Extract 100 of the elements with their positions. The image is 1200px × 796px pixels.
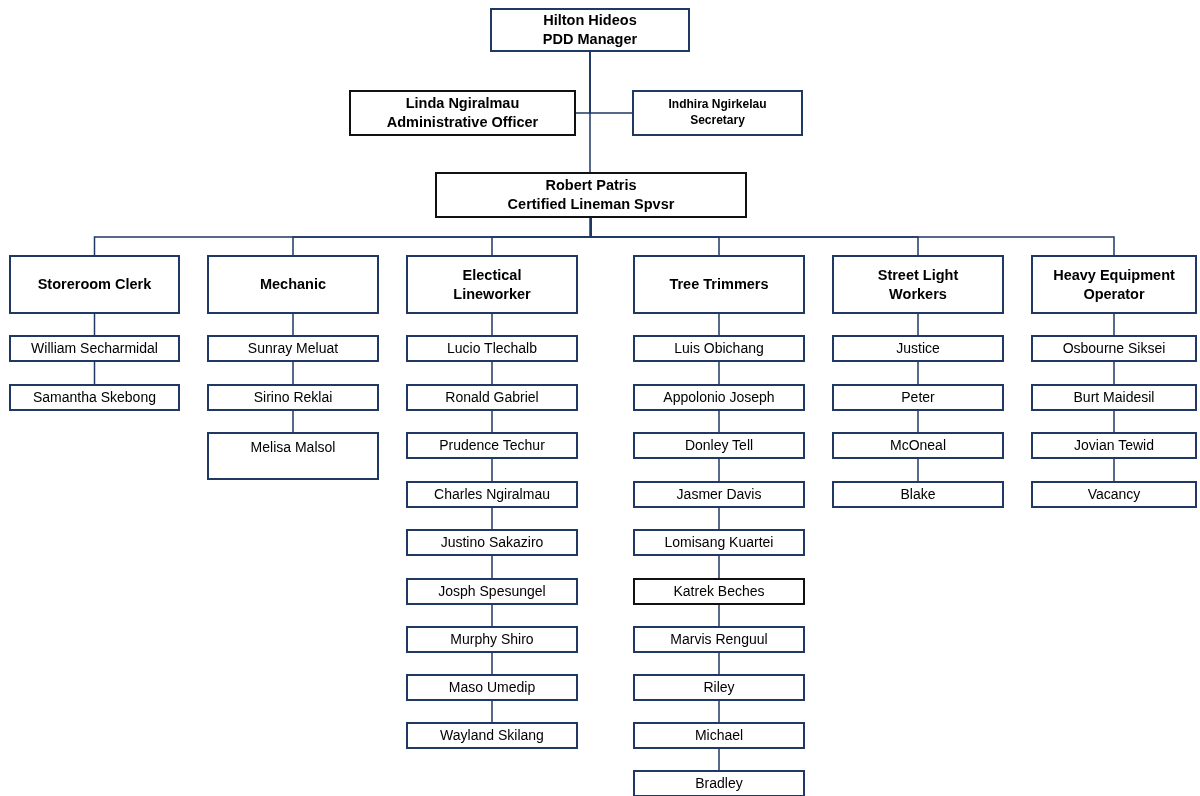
org-box — [207, 432, 379, 480]
org-box — [832, 335, 1004, 362]
name-text: Luis Obichang — [674, 339, 764, 358]
name-text: Osbourne Siksei — [1062, 339, 1166, 358]
connector-line — [292, 361, 294, 385]
name-text: Bradley — [695, 774, 743, 793]
org-box — [633, 626, 805, 653]
connector-line — [93, 361, 96, 385]
role-text: Administrative Officer — [386, 113, 539, 132]
role-text: Tree Trimmers — [669, 275, 769, 294]
name-text: Justino Sakaziro — [440, 533, 544, 552]
org-box — [1031, 432, 1197, 459]
org-box — [406, 384, 578, 411]
name-text: Ronald Gabriel — [445, 388, 539, 407]
name-text: Appolonio Joseph — [663, 388, 775, 407]
name-text: Katrek Beches — [673, 582, 765, 601]
role-box — [633, 255, 805, 314]
name-text: Vacancy — [1087, 485, 1141, 504]
org-box — [1031, 481, 1197, 508]
org-box — [633, 770, 805, 796]
connector-line — [718, 700, 720, 723]
connector-line — [491, 652, 493, 675]
name-text: Charles Ngiralmau — [434, 485, 550, 504]
connector-line — [718, 604, 720, 627]
org-box — [633, 335, 805, 362]
connector-line — [491, 458, 493, 482]
connector-line — [718, 507, 720, 530]
name-text: Lucio Tlechalb — [447, 339, 537, 358]
org-box — [832, 481, 1004, 508]
role-text: PDD Manager — [542, 30, 638, 49]
connector-line — [718, 458, 720, 482]
org-box — [207, 335, 379, 362]
org-box — [832, 432, 1004, 459]
connector-line — [491, 313, 493, 336]
connector-line — [1113, 313, 1115, 336]
org-box — [632, 90, 803, 136]
org-box — [406, 626, 578, 653]
connector-line — [718, 313, 720, 336]
name-text: Murphy Shiro — [450, 630, 534, 649]
connector-line — [1113, 410, 1115, 433]
name-text: William Secharmidal — [31, 339, 158, 358]
connector-line — [491, 604, 493, 627]
role-text: Street Light Workers — [876, 265, 960, 304]
org-box — [633, 529, 805, 556]
org-box — [406, 481, 578, 508]
role-text: Mechanic — [259, 275, 327, 294]
org-box — [207, 384, 379, 411]
name-text: Wayland Skilang — [440, 726, 544, 745]
connector-line — [491, 507, 493, 530]
connector-line — [491, 555, 493, 579]
org-box — [633, 432, 805, 459]
connector-line — [292, 410, 294, 433]
org-box — [1031, 335, 1197, 362]
name-text: Hilton Hideos — [543, 11, 637, 30]
org-box — [435, 172, 747, 218]
org-box — [9, 335, 180, 362]
connector-line — [93, 313, 96, 336]
org-box — [633, 578, 805, 605]
org-box — [633, 722, 805, 749]
connector-line — [1113, 458, 1115, 482]
connector-line — [1113, 361, 1115, 385]
org-box — [406, 529, 578, 556]
org-box — [1031, 384, 1197, 411]
org-box — [406, 432, 578, 459]
org-box — [349, 90, 576, 136]
name-text: Melisa Malsol — [250, 438, 336, 457]
name-text: Peter — [901, 388, 935, 407]
name-text: McOneal — [890, 436, 946, 455]
connector-line — [718, 748, 720, 771]
org-box — [633, 674, 805, 701]
connector-line — [718, 652, 720, 675]
name-text: Jasmer Davis — [676, 485, 762, 504]
connector-line — [718, 555, 720, 579]
name-text: Indhira Ngirkelau — [668, 97, 767, 113]
name-text: Sirino Reklai — [253, 388, 333, 407]
org-box — [406, 578, 578, 605]
connector-line — [491, 361, 493, 385]
name-text: Josph Spesungel — [438, 582, 546, 601]
name-text: Burt Maidesil — [1073, 388, 1155, 407]
role-text: Heavy Equipment Operator — [1053, 265, 1175, 304]
connector-line — [491, 700, 493, 723]
connector-line — [917, 410, 919, 433]
connector-line — [589, 51, 633, 114]
role-box — [9, 255, 180, 314]
org-box — [406, 722, 578, 749]
name-text: Prudence Techur — [439, 436, 545, 455]
org-box — [9, 384, 180, 411]
role-box — [207, 255, 379, 314]
org-box — [633, 384, 805, 411]
connector-line — [718, 410, 720, 433]
name-text: Justice — [896, 339, 940, 358]
name-text: Michael — [694, 726, 744, 745]
name-text: Linda Ngiralmau — [405, 94, 520, 113]
name-text: Maso Umedip — [448, 678, 536, 697]
name-text: Blake — [900, 485, 936, 504]
name-text: Lomisang Kuartei — [664, 533, 774, 552]
name-text: Robert Patris — [545, 176, 637, 195]
role-box — [1031, 255, 1197, 314]
org-box — [406, 674, 578, 701]
role-box — [406, 255, 578, 314]
